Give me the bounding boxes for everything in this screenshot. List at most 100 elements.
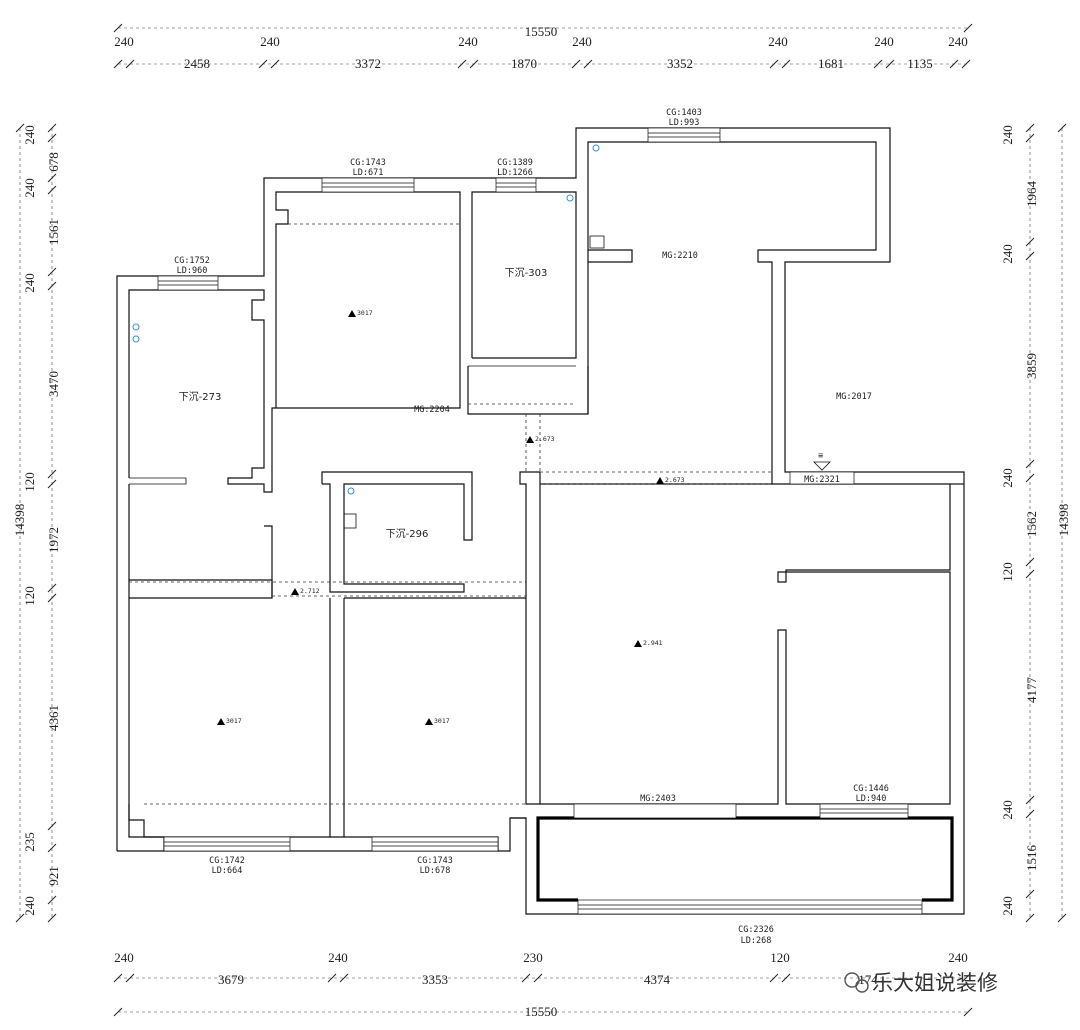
height-markers: 3017 3017 3017 2.673 2.673 2.712 2.941 — [217, 309, 685, 725]
door-label: MG:2017 — [836, 392, 872, 402]
room-label: 下沉-296 — [386, 527, 429, 540]
right-dim: 240 — [1000, 244, 1015, 264]
left-dim: 4361 — [46, 705, 61, 731]
top-wall-dim: 240 — [948, 34, 968, 49]
panel-symbol: ≡ — [818, 451, 823, 461]
left-dim: 240 — [22, 125, 37, 145]
height-value: 3017 — [434, 717, 450, 725]
left-dim: 235 — [22, 832, 37, 852]
window-cg-label: CG:2326 — [738, 925, 774, 935]
top-span-dim: 1681 — [818, 56, 844, 71]
left-dim: 240 — [22, 273, 37, 293]
right-dimension-chain: 240 1964 240 3859 240 1562 120 4177 240 … — [1000, 123, 1071, 923]
bottom-span-dim: 4374 — [644, 972, 671, 987]
window-cg-label: CG:1742 — [209, 856, 245, 866]
bottom-wall-dim: 240 — [328, 950, 348, 965]
top-span-dim: 3372 — [355, 56, 381, 71]
door-label: MG:2204 — [414, 405, 450, 415]
height-value: 2.673 — [535, 435, 555, 443]
right-dim: 4177 — [1024, 677, 1039, 704]
left-dimension-chain: 14398 240 678 240 1561 240 3470 120 1972… — [12, 123, 61, 923]
watermark-text: 乐大姐说装修 — [872, 971, 998, 995]
top-wall-dim: 240 — [114, 34, 134, 49]
bottom-span-dim: 3353 — [422, 972, 448, 987]
window-ld-label: LD:1266 — [497, 168, 533, 178]
top-wall-dim: 240 — [768, 34, 788, 49]
right-dim: 240 — [1000, 800, 1015, 820]
window-cg-label: CG:1752 — [174, 256, 210, 266]
bottom-wall-dim: 120 — [770, 950, 790, 965]
top-wall-dim: 240 — [572, 34, 592, 49]
window-cg-label: CG:1446 — [853, 784, 889, 794]
drain-circles — [132, 144, 600, 495]
height-value: 2.712 — [300, 587, 320, 595]
room-label: 下沉-273 — [179, 390, 222, 403]
window-ld-label: LD:671 — [353, 168, 384, 178]
top-wall-dim: 240 — [874, 34, 894, 49]
left-dim: 120 — [22, 472, 37, 492]
door-label: MG:2403 — [640, 794, 676, 804]
top-wall-dim: 240 — [260, 34, 280, 49]
right-dim: 240 — [1000, 125, 1015, 145]
room-label: 下沉-303 — [505, 266, 548, 279]
windows — [157, 127, 923, 915]
top-overall-dim: 15550 — [525, 24, 558, 39]
left-dim: 1972 — [46, 527, 61, 553]
left-dim: 240 — [22, 178, 37, 198]
bottom-wall-dim: 240 — [948, 950, 968, 965]
beam-lines — [129, 223, 772, 805]
window-cg-label: CG:1743 — [350, 158, 386, 168]
window-cg-label: CG:1743 — [417, 856, 453, 866]
watermark: 乐大姐说装修 — [844, 971, 998, 995]
top-dimension-chain: 15550 240 240 240 240 240 240 240 2458 3… — [113, 23, 973, 71]
floor-drain-symbol — [343, 513, 357, 529]
door-label: MG:2210 — [662, 251, 698, 261]
right-dim: 1562 — [1024, 511, 1039, 537]
bottom-wall-dim: 240 — [114, 950, 134, 965]
window-ld-label: LD:678 — [420, 866, 451, 876]
left-dim: 678 — [46, 152, 61, 172]
window-labels: CG:1403 LD:993 CG:1743 LD:671 CG:1389 LD… — [174, 108, 889, 946]
top-span-dim: 2458 — [184, 56, 210, 71]
right-dim: 3859 — [1024, 353, 1039, 379]
room-labels: 下沉-273 下沉-303 下沉-296 — [179, 266, 548, 540]
walls — [116, 127, 965, 915]
window-ld-label: LD:664 — [212, 866, 243, 876]
window-ld-label: LD:993 — [669, 118, 700, 128]
height-value: 3017 — [357, 309, 373, 317]
left-dim: 1561 — [46, 219, 61, 245]
balcony-frame — [536, 816, 954, 902]
window-ld-label: LD:940 — [856, 794, 887, 804]
top-span-dim: 1135 — [907, 56, 933, 71]
bottom-overall-dim: 15550 — [525, 1004, 558, 1019]
height-value: 2.673 — [665, 476, 685, 484]
top-wall-dim: 240 — [458, 34, 478, 49]
right-dim: 240 — [1000, 468, 1015, 488]
fridge-symbol — [589, 235, 605, 249]
bottom-wall-dim: 230 — [523, 950, 543, 965]
window-ld-label: LD:268 — [741, 936, 772, 946]
door-label: MG:2321 — [804, 475, 840, 485]
window-cg-label: CG:1403 — [666, 108, 702, 118]
window-ld-label: LD:960 — [177, 266, 208, 276]
right-dim: 1516 — [1024, 845, 1039, 872]
right-dim: 240 — [1000, 896, 1015, 916]
height-value: 3017 — [226, 717, 242, 725]
left-dim: 921 — [46, 866, 61, 886]
left-dim: 240 — [22, 896, 37, 916]
window-cg-label: CG:1389 — [497, 158, 533, 168]
top-span-dim: 3352 — [667, 56, 693, 71]
right-dim: 1964 — [1024, 181, 1039, 208]
arrow-down-icon — [813, 461, 831, 471]
top-span-dim: 1870 — [511, 56, 537, 71]
left-dim: 120 — [22, 586, 37, 606]
left-overall-dim: 14398 — [12, 504, 27, 537]
bottom-span-dim: 3679 — [218, 972, 244, 987]
wechat-icon — [844, 972, 860, 988]
right-overall-dim: 14398 — [1056, 504, 1071, 537]
door-labels: MG:2210 MG:2204 MG:2017 MG:2321 MG:2403 — [414, 251, 872, 804]
bottom-span-dim: 174 — [858, 972, 878, 987]
right-dim: 120 — [1000, 562, 1015, 582]
bottom-dimension-chain: 240 240 230 120 240 3679 3353 4374 174 1… — [113, 950, 973, 1019]
